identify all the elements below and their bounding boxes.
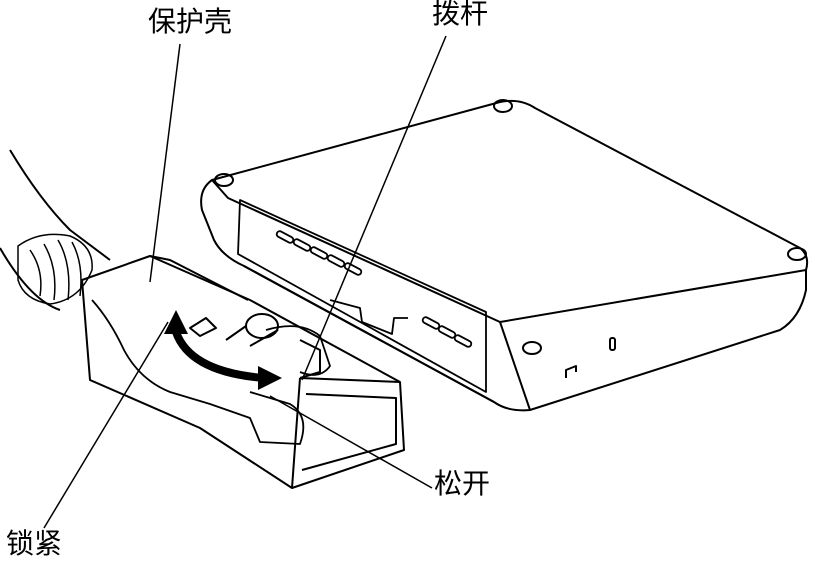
motion-arrow: [164, 310, 282, 390]
wire-wrap: [17, 233, 93, 305]
recess-slots: [275, 230, 473, 348]
wire-bundle: [9, 149, 111, 261]
label-lever: 拨杆: [432, 0, 489, 30]
bolt-icon: [522, 341, 542, 355]
wire-bundle-lower: [0, 247, 61, 311]
leader-lock: [43, 321, 169, 529]
leader-release: [269, 395, 433, 489]
harness-connector: [0, 149, 405, 489]
arrow-head-up: [164, 310, 188, 334]
label-protective-shell: 保护壳: [148, 5, 233, 38]
bolt-icon: [214, 173, 234, 187]
connector-face-detail: [301, 393, 397, 471]
bolt-icon: [787, 247, 807, 261]
ecu-front-face: [200, 179, 807, 412]
connector-top-edge: [149, 255, 249, 301]
ecu-box: [200, 99, 809, 412]
label-release: 松开: [434, 467, 491, 500]
hand-outline: [91, 299, 305, 445]
ecu-connector-recess: [237, 199, 487, 393]
leader-lines: [43, 35, 447, 529]
leader-shell: [149, 43, 181, 283]
arrow-head-right: [258, 366, 282, 390]
label-lock: 锁紧: [6, 527, 63, 560]
connector-housing: [81, 255, 405, 489]
ecu-bolts: [214, 99, 807, 355]
lever-knob: [189, 313, 279, 347]
side-notch: [565, 365, 577, 378]
ecu-side-face: [499, 321, 531, 411]
connector-front: [291, 377, 401, 489]
leader-lever: [301, 35, 447, 381]
side-slot: [609, 337, 616, 351]
recess-detail: [329, 299, 408, 335]
finger-outline: [265, 325, 331, 376]
ecu-bottom-edge: [243, 265, 495, 403]
bolt-icon: [493, 99, 513, 113]
curved-arrow: [172, 328, 268, 382]
